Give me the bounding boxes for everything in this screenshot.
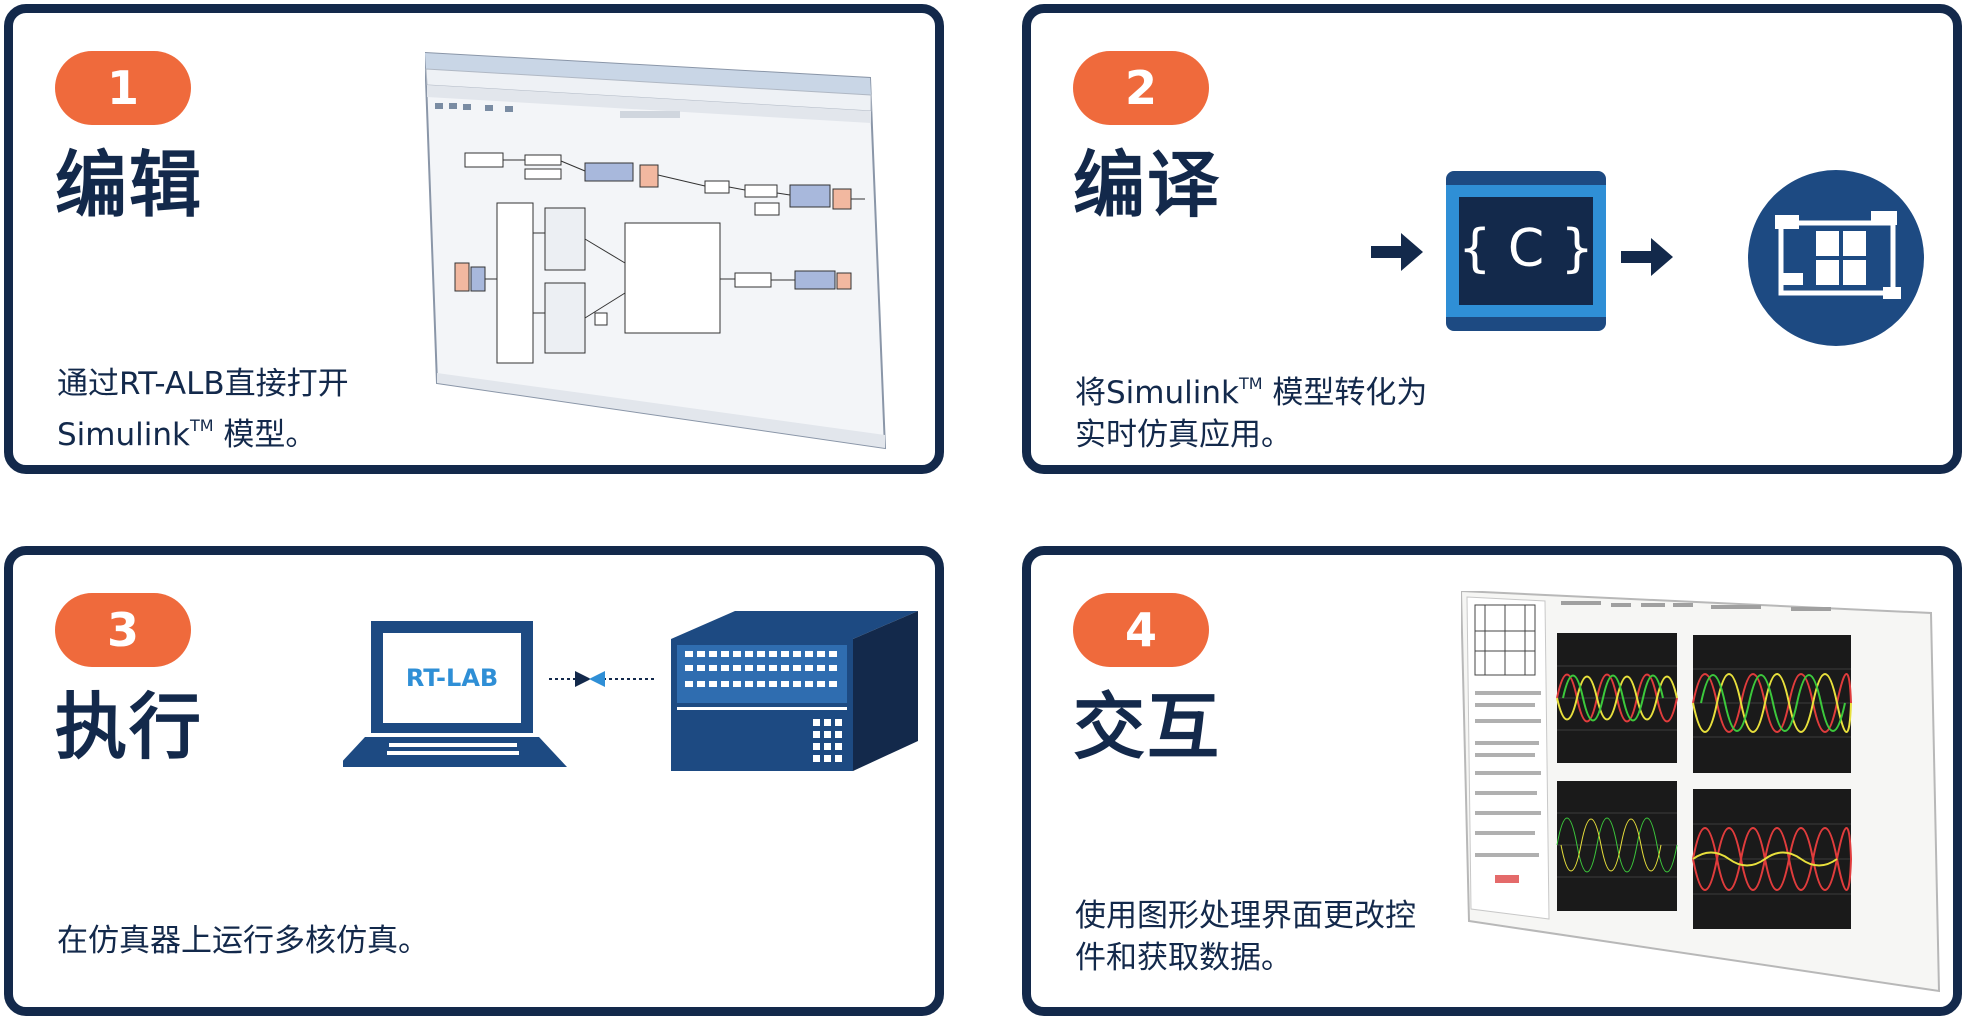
simulator-rack-icon: [671, 611, 918, 771]
execute-illustration: RT-LAB: [343, 611, 918, 771]
step-number-badge: 4: [1073, 593, 1209, 667]
step-title: 编辑: [55, 143, 204, 227]
step-title: 编译: [1073, 143, 1222, 227]
arrow-right-icon: [1371, 233, 1423, 271]
step-title: 交互: [1073, 685, 1222, 769]
svg-text:{ C }: { C }: [1458, 219, 1594, 279]
step-description: 在仿真器上运行多核仿真。: [57, 923, 429, 959]
step-card-compile: 2 编译 将SimulinkTM 模型转化为 实时仿真应用。 { C }: [1022, 4, 1962, 474]
step-description: 将SimulinkTM 模型转化为 实时仿真应用。: [1075, 374, 1428, 453]
simulink-window-screenshot: [425, 51, 887, 450]
step-card-execute: 3 执行 在仿真器上运行多核仿真。 RT-LAB: [4, 546, 944, 1016]
step-number-badge: 3: [55, 593, 191, 667]
compile-flow-icons: { C }: [1371, 170, 1924, 346]
bidirectional-arrow-icon: [549, 671, 655, 687]
step-number-badge: 2: [1073, 51, 1209, 125]
c-code-icon: { C }: [1446, 171, 1606, 331]
step-description: 通过RT-ALB直接打开 SimulinkTM 模型。: [57, 366, 349, 453]
arrow-right-icon: [1621, 238, 1673, 276]
step-card-interact: 4 交互 使用图形处理界面更改控 件和获取数据。: [1022, 546, 1962, 1016]
step-title: 执行: [55, 685, 204, 769]
step-card-edit: 1 编辑 通过RT-ALB直接打开 SimulinkTM 模型。: [4, 4, 944, 474]
circuit-board-icon: [1748, 170, 1924, 346]
step-description: 使用图形处理界面更改控 件和获取数据。: [1075, 898, 1416, 976]
laptop-icon: RT-LAB: [343, 621, 567, 767]
svg-text:RT-LAB: RT-LAB: [406, 664, 498, 692]
waveform-gui-screenshot: [1461, 591, 1941, 993]
step-number-badge: 1: [55, 51, 191, 125]
